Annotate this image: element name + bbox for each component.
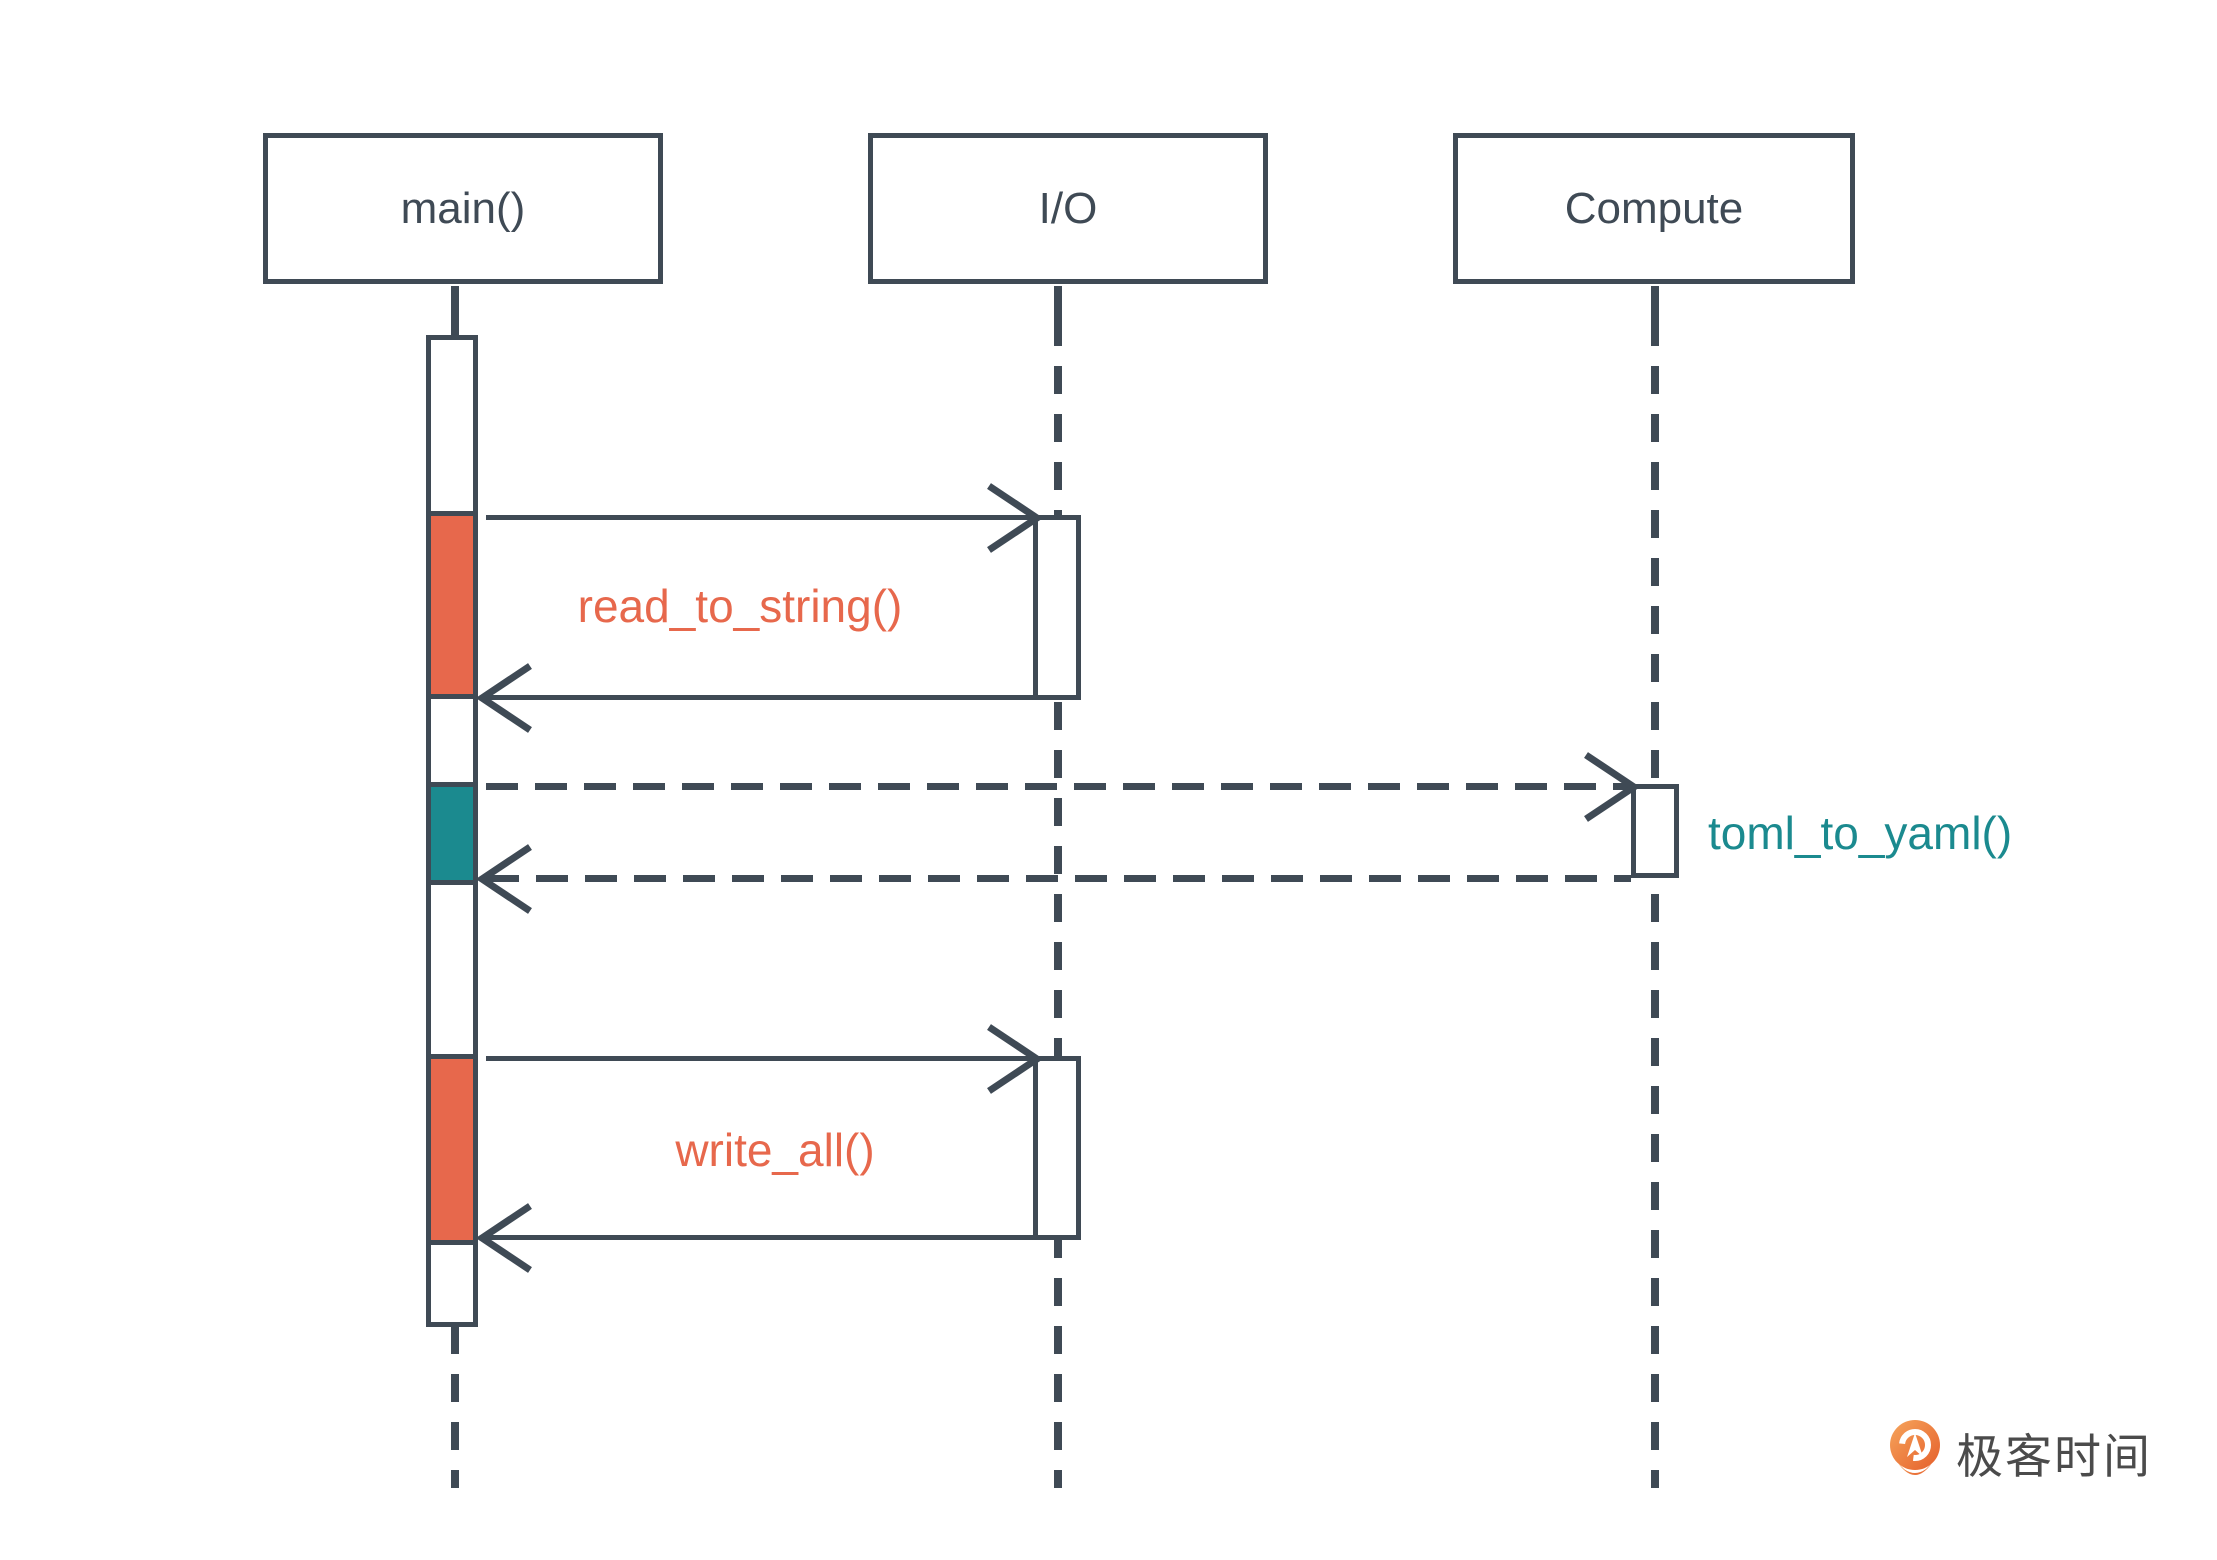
activation-bar-io-write (1033, 1056, 1081, 1240)
activation-segment-read (431, 511, 473, 699)
participant-label-main: main() (400, 183, 526, 233)
participant-label-compute: Compute (1564, 183, 1744, 233)
lifeline-stub-main-bottom (451, 1327, 459, 1343)
message-label-read: read_to_string() (577, 580, 903, 632)
activation-bar-io-read (1033, 515, 1081, 700)
geektime-logo-text: 极客时间 (1956, 1430, 2152, 1483)
arrowhead-left-icon (478, 663, 532, 733)
message-label-write: write_all() (675, 1124, 875, 1176)
message-line-toml-return (487, 875, 1631, 882)
lifeline-io (1054, 318, 1062, 1488)
message-line-read-call (486, 515, 1033, 520)
activation-bar-compute (1631, 784, 1679, 878)
activation-bar-main (426, 335, 478, 1327)
arrowhead-left-icon (478, 1203, 532, 1273)
participant-label-io: I/O (1038, 183, 1098, 233)
geektime-logo: 极客时间 (1888, 1418, 2152, 1487)
message-line-write-call (486, 1056, 1033, 1061)
arrowhead-left-icon (478, 844, 532, 914)
lifeline-compute (1651, 318, 1659, 1488)
message-line-toml-call (486, 783, 1631, 790)
message-label-toml: toml_to_yaml() (1708, 807, 2013, 859)
participant-box-io: I/O (868, 133, 1268, 284)
participant-box-compute: Compute (1453, 133, 1855, 284)
arrowhead-right-icon (987, 483, 1041, 553)
participant-box-main: main() (263, 133, 663, 284)
activation-segment-toml (431, 782, 473, 885)
lifeline-stub-compute (1651, 286, 1659, 320)
message-line-read-return (487, 695, 1033, 700)
arrowhead-right-icon (987, 1024, 1041, 1094)
arrowhead-right-icon (1584, 752, 1638, 822)
lifeline-stub-io (1054, 286, 1062, 320)
geektime-logo-icon (1890, 1419, 1940, 1475)
message-line-write-return (487, 1235, 1033, 1240)
activation-segment-write (431, 1054, 473, 1245)
lifeline-stub-main (451, 286, 459, 320)
